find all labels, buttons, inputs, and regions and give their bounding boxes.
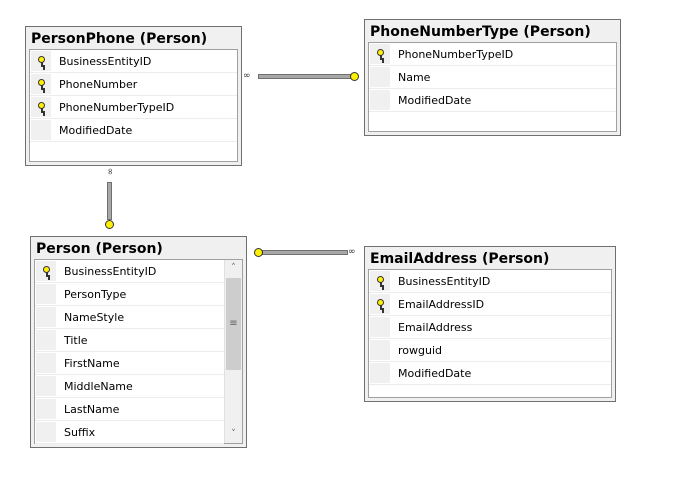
column-row[interactable]: BusinessEntityID — [30, 50, 237, 73]
key-end-icon — [350, 72, 359, 81]
relationship-personphone-person[interactable] — [107, 182, 112, 220]
table-title[interactable]: PersonPhone (Person) — [31, 31, 208, 47]
primary-key-icon — [42, 265, 50, 277]
table-personphone[interactable]: PersonPhone (Person) BusinessEntityID Phon… — [25, 26, 242, 166]
column-row[interactable]: ModifiedDate — [369, 362, 611, 385]
scroll-thumb[interactable]: ≡ — [226, 278, 241, 370]
column-name: Name — [398, 70, 431, 84]
column-row[interactable]: PhoneNumberTypeID — [369, 43, 616, 66]
row-selector[interactable] — [31, 120, 51, 140]
row-selector[interactable] — [36, 376, 56, 396]
row-selector[interactable] — [36, 330, 56, 350]
column-row[interactable]: ModifiedDate — [30, 119, 237, 142]
column-row[interactable]: Title — [35, 329, 224, 352]
column-name: BusinessEntityID — [64, 264, 157, 278]
column-name: Title — [64, 333, 88, 347]
row-selector[interactable] — [370, 340, 390, 360]
column-row[interactable]: PersonType — [35, 283, 224, 306]
column-name: rowguid — [398, 343, 442, 357]
key-end-icon — [254, 248, 263, 257]
column-row[interactable]: ModifiedDate — [369, 89, 616, 112]
column-row[interactable]: EmailAddressID — [369, 293, 611, 316]
column-name: PhoneNumberTypeID — [398, 47, 514, 61]
column-row[interactable]: rowguid — [369, 339, 611, 362]
column-list: BusinessEntityID EmailAddressID EmailAddre… — [368, 269, 612, 398]
row-selector[interactable] — [36, 422, 56, 442]
table-emailaddress[interactable]: EmailAddress (Person) BusinessEntityID Ema… — [364, 246, 616, 402]
primary-key-icon — [376, 298, 384, 310]
column-name: EmailAddress — [398, 320, 473, 334]
primary-key-icon — [37, 78, 45, 90]
row-selector[interactable] — [31, 74, 51, 94]
column-name: ModifiedDate — [59, 123, 133, 137]
column-row[interactable]: BusinessEntityID — [35, 260, 224, 283]
column-name: EmailAddressID — [398, 297, 485, 311]
row-selector[interactable] — [31, 51, 51, 71]
row-selector[interactable] — [370, 44, 390, 64]
column-row[interactable]: BusinessEntityID — [369, 270, 611, 293]
table-title[interactable]: EmailAddress (Person) — [370, 251, 550, 267]
row-selector[interactable] — [31, 97, 51, 117]
scroll-down-icon[interactable]: ˅ — [231, 429, 236, 439]
column-name: PhoneNumberTypeID — [59, 100, 175, 114]
column-name: MiddleName — [64, 379, 133, 393]
column-row[interactable]: FirstName — [35, 352, 224, 375]
row-selector[interactable] — [36, 284, 56, 304]
column-name: ModifiedDate — [398, 366, 472, 380]
many-end-icon: ∞ — [104, 167, 115, 176]
table-phonenumbertype[interactable]: PhoneNumberType (Person) PhoneNumberTypeI… — [364, 19, 621, 136]
many-end-icon: ∞ — [243, 71, 251, 81]
column-name: FirstName — [64, 356, 120, 370]
primary-key-icon — [37, 55, 45, 67]
vertical-scrollbar[interactable]: ˄ ≡ ˅ — [224, 260, 242, 443]
column-name: PersonType — [64, 287, 127, 301]
table-person[interactable]: Person (Person) BusinessEntityID PersonTyp… — [30, 236, 247, 448]
relationship-personphone-phonenumbertype[interactable] — [258, 74, 352, 79]
column-row[interactable]: EmailAddress — [369, 316, 611, 339]
row-selector[interactable] — [370, 363, 390, 383]
key-end-icon — [105, 220, 114, 229]
column-rows: BusinessEntityID EmailAddressID EmailAddre… — [369, 270, 611, 385]
row-selector[interactable] — [370, 90, 390, 110]
row-selector[interactable] — [36, 353, 56, 373]
row-selector[interactable] — [36, 399, 56, 419]
row-selector[interactable] — [370, 271, 390, 291]
column-name: Suffix — [64, 425, 96, 439]
column-name: BusinessEntityID — [398, 274, 491, 288]
column-name: LastName — [64, 402, 120, 416]
primary-key-icon — [37, 101, 45, 113]
row-selector[interactable] — [370, 317, 390, 337]
row-selector[interactable] — [36, 307, 56, 327]
primary-key-icon — [376, 275, 384, 287]
column-row[interactable]: NameStyle — [35, 306, 224, 329]
scroll-up-icon[interactable]: ˄ — [231, 263, 236, 273]
many-end-icon: ∞ — [348, 247, 356, 257]
table-title[interactable]: PhoneNumberType (Person) — [370, 24, 591, 40]
row-selector[interactable] — [370, 294, 390, 314]
row-selector[interactable] — [36, 261, 56, 281]
primary-key-icon — [376, 48, 384, 60]
column-row[interactable]: LastName — [35, 398, 224, 421]
column-name: NameStyle — [64, 310, 125, 324]
column-name: PhoneNumber — [59, 77, 138, 91]
column-name: BusinessEntityID — [59, 54, 152, 68]
column-name: ModifiedDate — [398, 93, 472, 107]
column-row[interactable]: MiddleName — [35, 375, 224, 398]
column-row[interactable]: Name — [369, 66, 616, 89]
column-row[interactable]: Suffix — [35, 421, 224, 444]
row-selector[interactable] — [370, 67, 390, 87]
relationship-emailaddress-person[interactable] — [262, 250, 348, 255]
column-row[interactable]: PhoneNumber — [30, 73, 237, 96]
column-row[interactable]: PhoneNumberTypeID — [30, 96, 237, 119]
table-title[interactable]: Person (Person) — [36, 241, 163, 257]
